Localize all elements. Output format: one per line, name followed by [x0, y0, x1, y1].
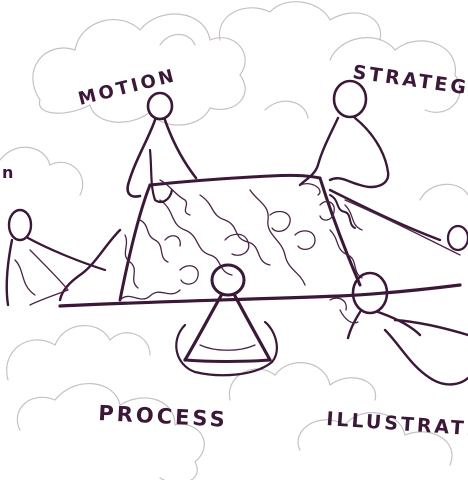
- label-strategy: STRATEG: [351, 61, 468, 99]
- label-process: PROCESS: [98, 401, 229, 432]
- label-motion: MOTION: [76, 65, 179, 110]
- figure-left: [5, 208, 107, 307]
- label-left-fragment: n: [2, 163, 16, 182]
- figure-right-edge: [446, 224, 468, 252]
- figure-process: [175, 263, 278, 377]
- figure-strategy: [298, 79, 390, 229]
- figure-illustration: [329, 271, 468, 386]
- central-platform: [58, 173, 462, 308]
- label-illustration: ILLUSTRATI: [326, 408, 468, 440]
- figure-motion: [126, 91, 198, 216]
